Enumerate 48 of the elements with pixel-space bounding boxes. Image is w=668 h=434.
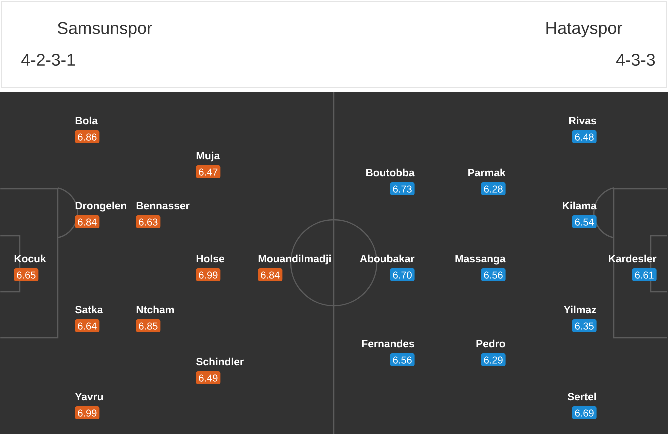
rating-badge: 6.65 xyxy=(14,268,39,282)
player-name: Yavru xyxy=(75,393,104,401)
rating-badge: 6.28 xyxy=(481,182,506,196)
rating-badge: 6.86 xyxy=(75,130,100,144)
rating-badge: 6.54 xyxy=(572,216,597,228)
player-name: Ntcham xyxy=(136,306,174,314)
rating-badge: 6.99 xyxy=(75,406,100,420)
formation: 4-3-3 xyxy=(616,54,656,66)
rating-badge: 6.84 xyxy=(258,268,283,282)
player-name: Satka xyxy=(76,306,104,314)
rating-badge: 6.63 xyxy=(136,216,161,228)
player-name: Aboubakar xyxy=(360,254,415,263)
player-name: Mouandilmadji xyxy=(258,254,331,265)
player-name: Massanga xyxy=(456,255,506,265)
rating-badge: 6.70 xyxy=(390,268,415,282)
formation: 4-2-3-1 xyxy=(22,54,76,66)
rating-badge: 6.56 xyxy=(390,354,415,366)
team-name: Samsunspor xyxy=(58,22,152,38)
player-name: Fernandes xyxy=(362,340,414,348)
player-name: Muja xyxy=(196,152,220,162)
rating-badge: 6.35 xyxy=(572,320,597,332)
rating-badge: 6.85 xyxy=(136,320,161,332)
rating-badge: 6.73 xyxy=(390,182,415,196)
rating-badge: 6.69 xyxy=(572,406,597,420)
rating-badge: 6.49 xyxy=(196,372,221,384)
rating-badge: 6.56 xyxy=(481,268,506,282)
player-name: Schindler xyxy=(196,358,244,366)
rating-badge: 6.61 xyxy=(632,268,657,282)
player-name: Boutobba xyxy=(366,168,415,177)
rating-badge: 6.48 xyxy=(572,130,597,144)
rating-badge: 6.99 xyxy=(196,268,221,282)
rating-badge: 6.29 xyxy=(481,354,506,366)
player-name: Rivas xyxy=(570,116,596,125)
player-name: Holse xyxy=(196,254,224,263)
player-name: Parmak xyxy=(468,168,506,177)
player-name: Sertel xyxy=(568,392,596,401)
player-name: Drongelen xyxy=(76,202,126,212)
player-name: Bennasser xyxy=(136,202,190,210)
player-name: Kardesler xyxy=(609,254,657,263)
rating-badge: 6.47 xyxy=(196,166,221,178)
player-name: Bola xyxy=(76,116,98,125)
player-name: Pedro xyxy=(476,340,506,348)
team-name: Hatayspor xyxy=(546,22,623,38)
rating-badge: 6.64 xyxy=(75,320,100,332)
player-name: Yilmaz xyxy=(564,306,596,314)
rating-badge: 6.84 xyxy=(75,216,100,228)
player-name: Kocuk xyxy=(14,254,46,263)
player-name: Kilama xyxy=(563,202,597,210)
